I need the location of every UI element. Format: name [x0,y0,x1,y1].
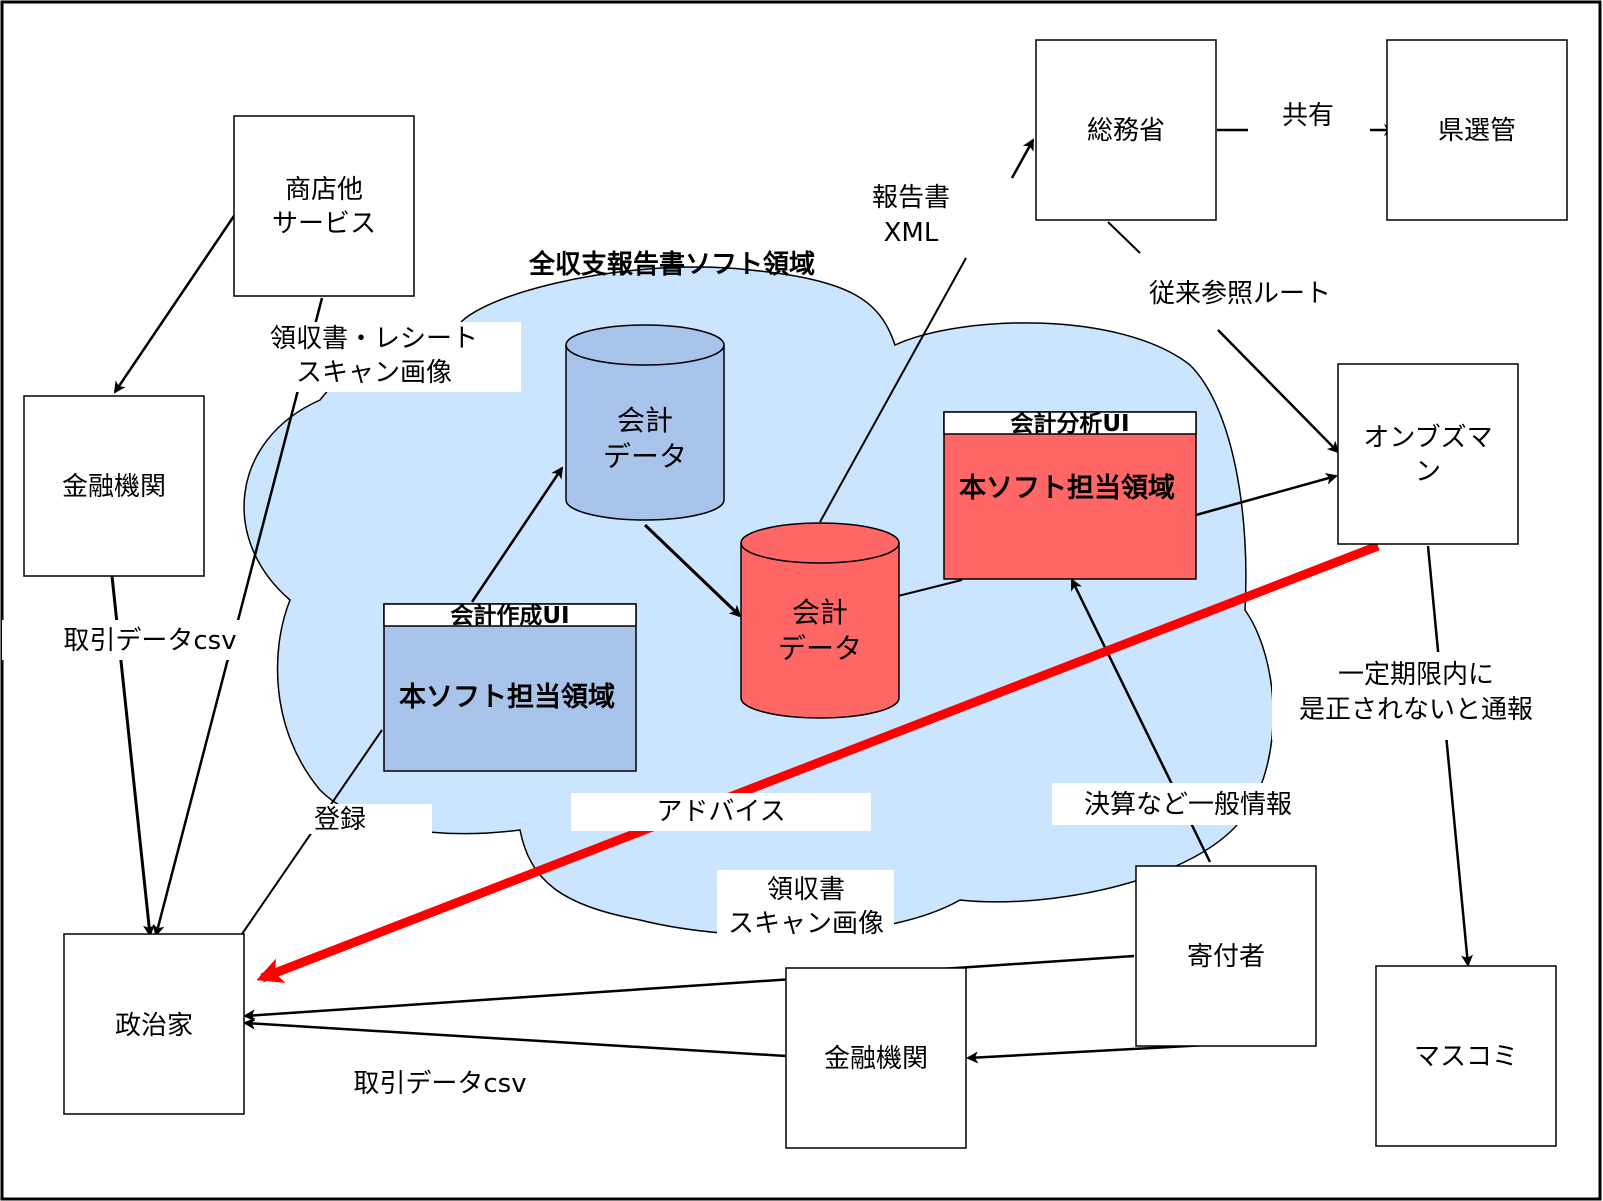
receipt-label-2: スキャン画像 [296,358,452,388]
share-label: 共有 [1282,101,1334,131]
receipt-label-bg [241,322,521,392]
db-red-label-2: データ [778,632,862,665]
general-info-label: 決算など一般情報 [1084,790,1292,820]
edge-bank-bottom-to-politician [243,1017,787,1058]
xml-bg [857,178,967,252]
edge-red-db-to-mic [819,257,967,523]
receipt2-label-2: スキャン画像 [728,909,884,939]
notify-bg [1272,652,1562,740]
pref-label: 県選管 [1438,116,1516,146]
pref-box [1386,39,1568,221]
accounting-db-blue [565,324,725,521]
conventional-bg [1132,274,1348,314]
general-info-bg [1052,783,1324,825]
receipt2-bg [717,870,894,938]
bank-left-label: 金融機関 [62,472,166,502]
shop-label-1: 商店他 [285,175,363,205]
create-ui-body: 本ソフト担当領域 [399,681,615,713]
shop-label-2: サービス [272,209,376,239]
xml-label-2: XML [884,218,939,248]
csv-left-label: 取引データcsv [63,626,236,656]
media-label: マスコミ [1414,1042,1518,1072]
advice-bg [571,793,871,831]
ombudsman-box [1337,363,1519,545]
media-box [1375,965,1557,1147]
edge-shop-to-politician [152,297,324,937]
csv-bottom-label: 取引データcsv [353,1069,526,1099]
analysis-ui-panel [943,411,1197,580]
politician-box [63,933,245,1115]
edge-mic-to-ombudsman-a [1107,221,1141,254]
domain-title: 全収支報告書ソフト領域 [528,249,815,280]
notify-label-1: 一定期限内に [1338,660,1494,690]
mic-label: 総務省 [1087,116,1165,146]
accounting-db-red [740,522,900,719]
edge-mic-to-ombudsman-b [1217,329,1340,454]
analysis-ui-body: 本ソフト担当領域 [959,472,1175,504]
db-blue-label-1: 会計 [617,404,673,437]
edge-create-ui-to-blue-db [470,466,564,603]
edge-red-db-to-analysis-ui [897,579,963,597]
bank-left-box [23,395,205,577]
xml-label-1: 報告書 [872,183,950,213]
register-bg [296,804,432,834]
ombudsman-label-2: ン [1415,457,1441,487]
shop-box [233,115,415,297]
create-ui-header: 会計作成UI [450,602,569,629]
mic-box [1035,39,1217,221]
register-label: 登録 [314,805,366,835]
bank-bottom-label: 金融機関 [824,1044,928,1074]
notify-label-2: 是正されないと通報 [1299,695,1533,725]
receipt2-label-1: 領収書 [767,875,845,905]
csv-left-bg [2,620,252,660]
analysis-ui-header: 会計分析UI [1010,410,1129,437]
donor-box [1135,865,1317,1047]
bank-bottom-box [785,967,967,1149]
db-red-label-1: 会計 [792,596,848,629]
edge-shop-to-bank [113,209,240,394]
receipt-label-1: 領収書・レシート [270,324,478,354]
edge-donor-to-politician [243,954,1135,1022]
edge-blue-db-to-red-db [643,523,742,618]
edge-analysis-ui-to-ombudsman [1195,472,1338,517]
edge-xml-to-mic [1010,138,1035,179]
advice-alert-arrow [256,541,1380,983]
politician-label: 政治家 [115,1011,193,1041]
conventional-label: 従来参照ルート [1149,279,1331,309]
create-ui-panel [383,603,637,772]
donor-label: 寄付者 [1187,942,1265,972]
advice-label: アドバイス [656,797,785,827]
ombudsman-label-1: オンブズマ [1363,423,1492,453]
db-blue-label-2: データ [603,440,687,473]
edge-ombudsman-to-media [1426,545,1474,967]
